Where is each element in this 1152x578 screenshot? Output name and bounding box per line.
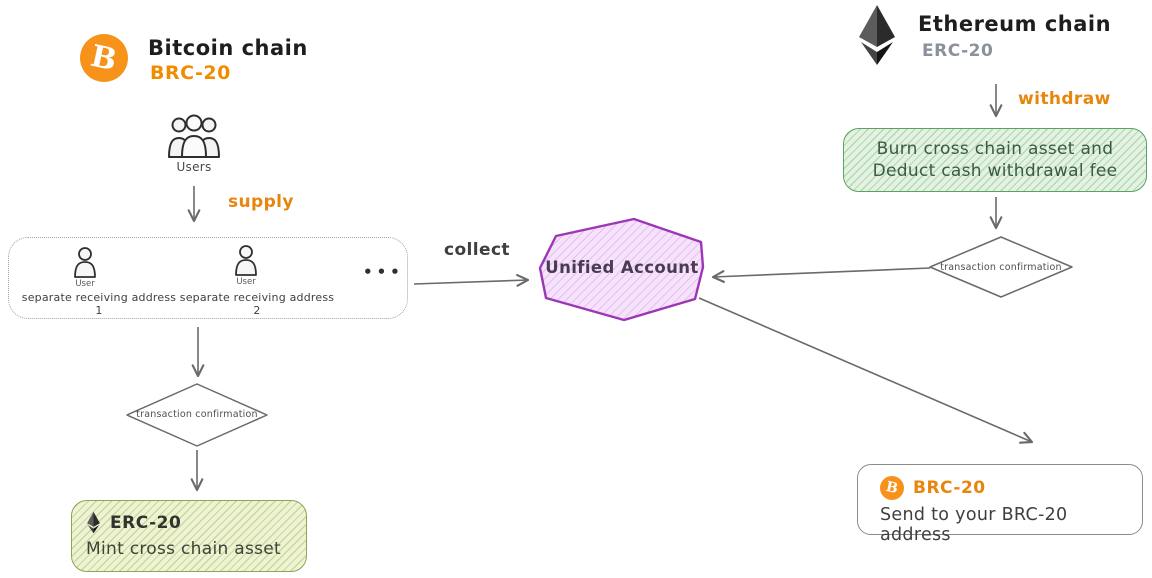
collect-label: collect <box>444 240 510 260</box>
burn-box-line2: Deduct cash withdrawal fee <box>872 161 1118 181</box>
ethereum-icon <box>859 5 895 65</box>
transaction-confirmation-left-label: transaction confirmation <box>136 409 258 420</box>
bitcoin-b-glyph-small: B <box>884 478 900 498</box>
mint-box-text: Mint cross chain asset <box>86 539 282 559</box>
burn-asset-box: Burn cross chain asset and Deduct cash w… <box>843 128 1147 192</box>
burn-box-line1: Burn cross chain asset and <box>876 138 1114 159</box>
send-box-token: BRC-20 <box>913 478 986 498</box>
receiving-address-2: separate receiving address 2 <box>179 291 335 317</box>
user-icon-2 <box>235 245 257 276</box>
bitcoin-token-label: BRC-20 <box>150 62 231 84</box>
user-icon-1 <box>74 247 96 278</box>
send-brc20-box: B BRC-20 Send to your BRC-20 address <box>857 464 1143 545</box>
ethereum-token-label: ERC-20 <box>922 41 994 61</box>
arrow-collect <box>413 273 530 287</box>
users-label: Users <box>176 160 212 174</box>
supply-label: supply <box>228 192 294 212</box>
ethereum-chain-title: Ethereum chain <box>918 12 1112 36</box>
bitcoin-icon: B <box>80 34 128 82</box>
send-box-text: Send to your BRC-20 address <box>880 505 1068 545</box>
bitcoin-chain-title: Bitcoin chain <box>148 36 308 60</box>
withdraw-label: withdraw <box>1018 89 1111 109</box>
more-users-ellipsis: ••• <box>363 263 404 281</box>
receiving-address-1: separate receiving address 1 <box>21 291 177 317</box>
receiving-addresses-box <box>8 237 408 319</box>
user-2-label: User <box>236 277 256 287</box>
bitcoin-b-glyph: B <box>87 38 121 78</box>
ethereum-icon-small <box>87 511 100 534</box>
user-1-label: User <box>75 279 95 289</box>
users-group-icon <box>168 114 220 158</box>
arrow-unified-to-send <box>698 297 1034 444</box>
bitcoin-icon-small: B <box>880 476 904 500</box>
transaction-confirmation-right-label: transaction confirmation <box>940 262 1062 273</box>
unified-account-label: Unified Account <box>545 258 699 277</box>
mint-box-token: ERC-20 <box>110 512 182 533</box>
arrow-confirmation-to-unified <box>711 267 931 283</box>
mint-cross-chain-box: ERC-20 Mint cross chain asset <box>71 500 307 572</box>
